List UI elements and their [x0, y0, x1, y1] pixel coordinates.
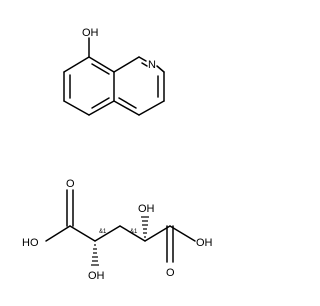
bond	[63, 100, 90, 116]
nitrogen-label: N	[148, 59, 156, 71]
hydroxyl-label: OH	[82, 27, 99, 39]
stereo-label-right: &1	[130, 229, 138, 235]
bond	[88, 56, 115, 73]
hydroxyl-label-left-acid: HO	[22, 237, 39, 249]
bond	[169, 225, 196, 242]
hashed-wedge	[91, 244, 99, 266]
bond	[144, 225, 171, 242]
hydroxyl-label-lower: OH	[88, 270, 105, 282]
bond	[88, 100, 115, 116]
double-bond-inner	[91, 97, 110, 109]
hydroxyl-label-upper: OH	[138, 203, 155, 215]
structure-canvas: OH N	[22, 27, 213, 282]
stereo-label-left: &1	[99, 229, 107, 235]
bond	[138, 56, 147, 62]
hydroxyquinoline-structure: OH N	[63, 27, 165, 116]
double-bond-inner	[141, 62, 148, 67]
tartaric-acid-structure: O HO OH OH OH O &1 &1	[22, 178, 213, 282]
bond	[113, 56, 140, 73]
bond	[45, 225, 71, 242]
bond	[119, 225, 146, 242]
hydroxyl-label-right-acid: OH	[196, 237, 213, 249]
bond	[113, 100, 140, 116]
bond	[63, 56, 90, 73]
bond	[94, 225, 121, 242]
bond	[138, 100, 165, 116]
hashed-wedge	[141, 216, 149, 238]
double-bond-inner	[91, 63, 110, 75]
bond	[69, 225, 96, 242]
chemical-structures: OH N	[22, 27, 213, 282]
carbonyl-oxygen-right: O	[166, 267, 175, 279]
double-bond-inner	[118, 97, 137, 109]
carbonyl-oxygen-left: O	[66, 178, 75, 190]
bond	[156, 65, 165, 73]
